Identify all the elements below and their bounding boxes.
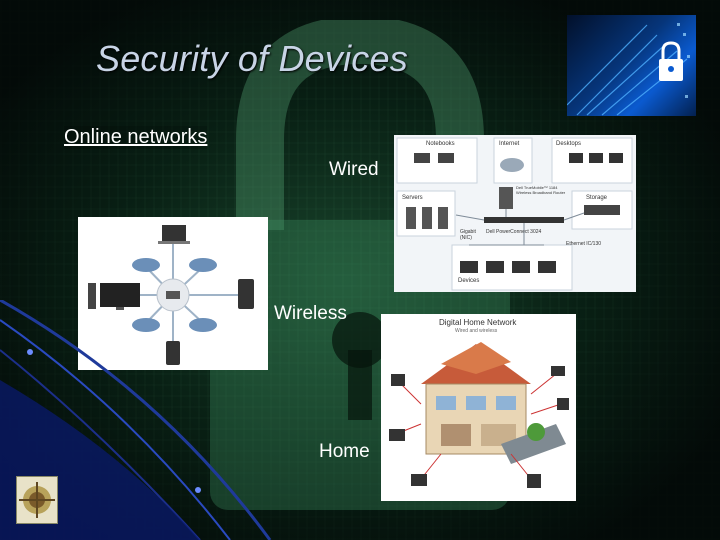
wireless-label: Wireless [274, 303, 347, 324]
internet-label: Internet [499, 141, 520, 147]
desktops-label: Desktops [556, 141, 582, 147]
notebooks-label: Notebooks [426, 141, 455, 147]
pc-tower-icon [88, 283, 96, 309]
slide-title: Security of Devices [96, 38, 408, 79]
laptop-icon [158, 225, 190, 244]
tablet-icon [238, 279, 254, 309]
wired-network-diagram: Notebooks Internet Desktops Dell TrueMob… [394, 135, 636, 292]
ethernet-label: Ethernet IC/130 [566, 241, 602, 247]
home-network-diagram: Digital Home Network Wired and wireless [381, 314, 576, 501]
home-diagram-title: Digital Home Network [439, 318, 517, 327]
gigabit-label: Gigabit (NIC) [460, 229, 476, 241]
storage-label: Storage [586, 195, 608, 201]
emblem-logo [16, 476, 58, 524]
padlock-icon [659, 41, 683, 81]
home-label: Home [319, 441, 370, 462]
devices-label: Devices [458, 278, 480, 284]
router-label: Dell TrueMobile™ 1184 Wireless Broadband… [516, 185, 566, 195]
servers-label: Servers [402, 195, 423, 201]
wireless-network-diagram [78, 217, 268, 370]
online-networks-heading: Online networks [64, 126, 208, 149]
tv-icon [100, 283, 140, 310]
wired-label: Wired [329, 159, 379, 180]
cloud-icons [132, 258, 217, 332]
home-diagram-subtitle: Wired and wireless [455, 328, 498, 334]
switch-label: Dell PowerConnect 3024 [486, 229, 542, 235]
cyber-lock-image [567, 15, 696, 116]
phone-icon [166, 341, 180, 365]
